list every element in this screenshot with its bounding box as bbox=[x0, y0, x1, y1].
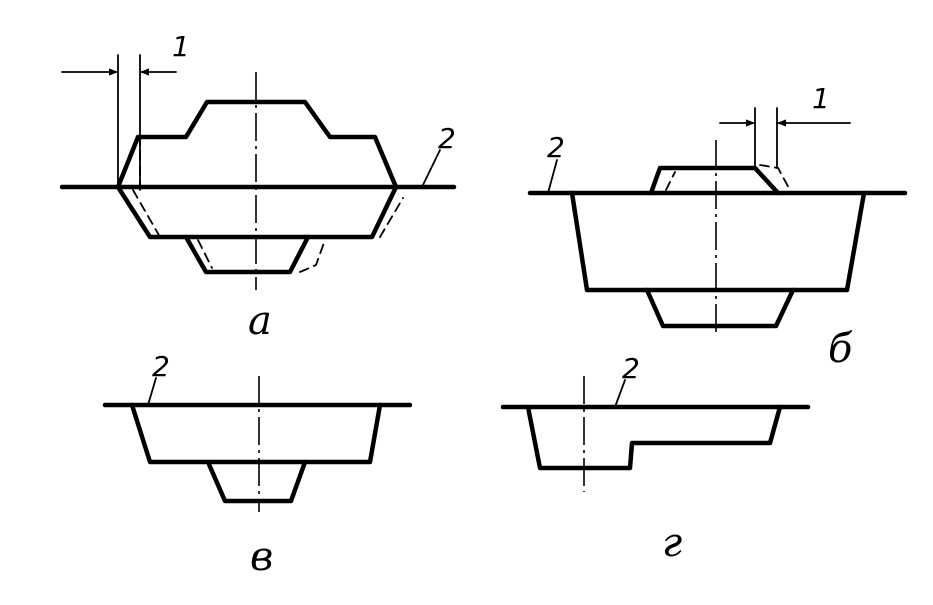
figure-b-caption: б bbox=[828, 326, 853, 372]
figure-b-parting-leader bbox=[547, 159, 558, 194]
figure-b: 1 2 б bbox=[527, 82, 908, 372]
figure-v-parting-leader bbox=[147, 377, 157, 406]
figure-v: 2 в bbox=[102, 350, 413, 580]
figure-a-parting-label: 2 bbox=[438, 122, 456, 155]
figure-a-dimension-label: 1 bbox=[172, 30, 190, 63]
figure-a-parting-leader bbox=[421, 149, 441, 188]
figure-a-caption: а bbox=[248, 298, 272, 344]
figure-a: 1 2 а bbox=[59, 30, 457, 344]
figure-b-offset-contour bbox=[665, 164, 791, 191]
figure-b-dimension-label: 1 bbox=[812, 82, 830, 115]
figure-g: 2 г bbox=[500, 352, 811, 566]
figure-g-caption: г bbox=[662, 520, 682, 566]
figure-g-parting-leader bbox=[614, 379, 626, 408]
figure-g-parting-label: 2 bbox=[622, 352, 640, 385]
figure-a-offset-contour bbox=[132, 136, 404, 273]
figure-v-caption: в bbox=[250, 534, 273, 580]
figure-v-bottom-boss bbox=[205, 459, 308, 504]
figure-v-parting-label: 2 bbox=[152, 350, 170, 383]
figure-v-main-body bbox=[129, 402, 383, 465]
figure-a-upper-outline bbox=[115, 99, 399, 190]
figure-b-bottom-boss bbox=[644, 287, 796, 329]
figure-a-bottom-boss bbox=[183, 234, 311, 275]
figure-g-body-outline bbox=[525, 404, 783, 471]
figure-b-main-body bbox=[569, 190, 867, 293]
figure-b-parting-label: 2 bbox=[547, 131, 565, 164]
figure-b-top-boss bbox=[648, 165, 781, 196]
figure-a-lower-outline bbox=[115, 184, 399, 240]
